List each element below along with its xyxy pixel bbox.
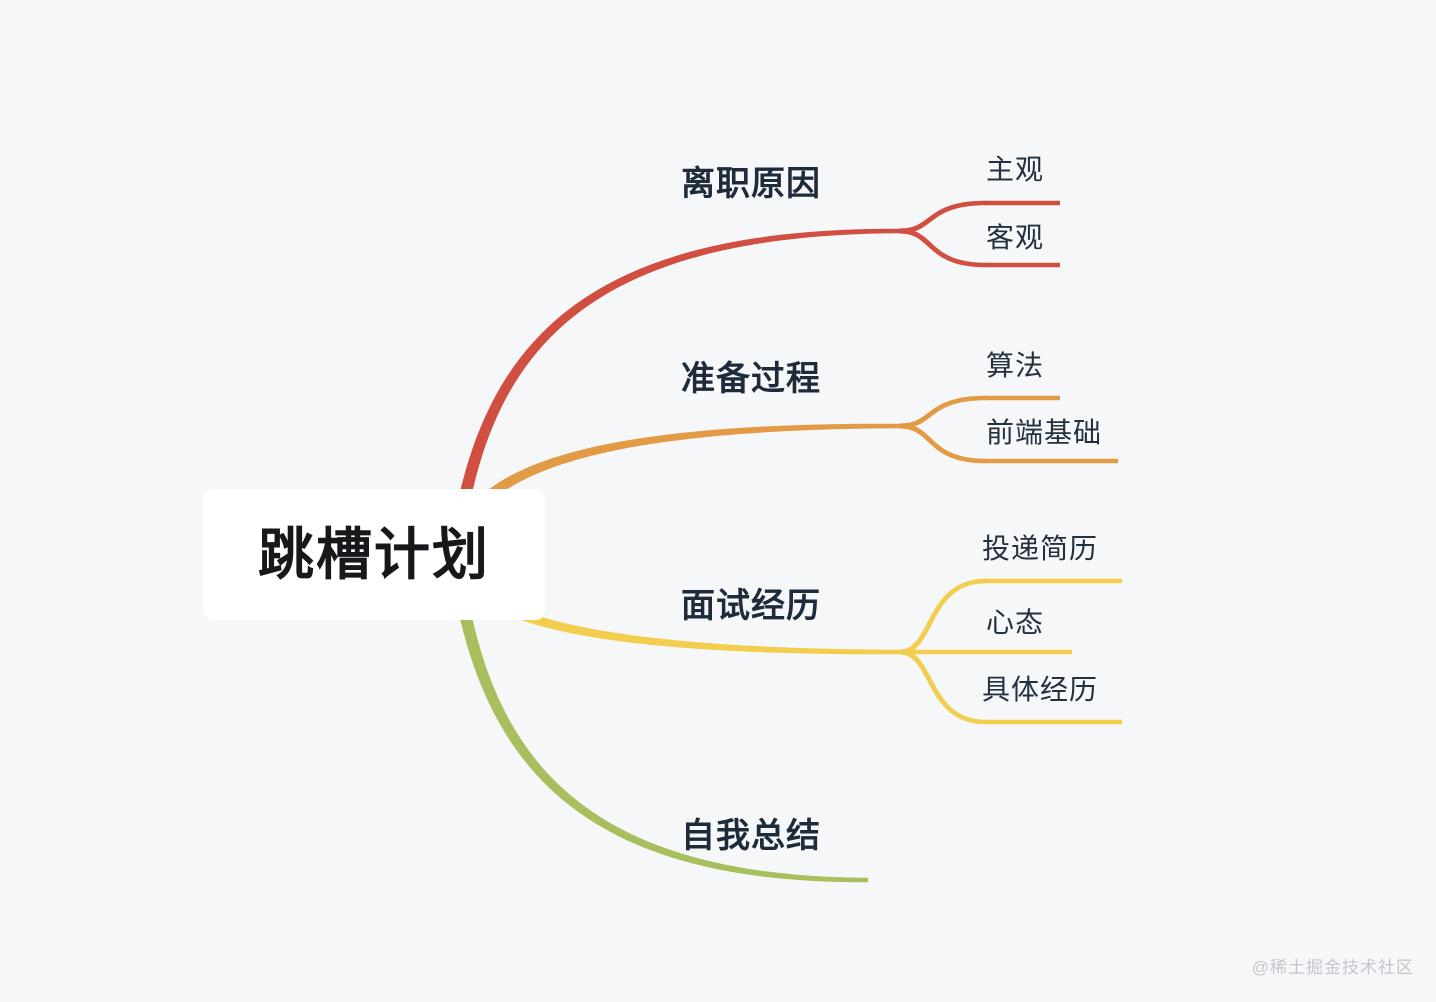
branch-curve	[900, 423, 986, 464]
child-label-subjective[interactable]: 主观	[986, 154, 1045, 185]
child-label-mindset[interactable]: 心态	[986, 607, 1045, 638]
child-label-send-resume[interactable]: 投递简历	[982, 533, 1099, 564]
central-node[interactable]: 跳槽计划	[203, 489, 545, 620]
branch-curve	[900, 649, 986, 725]
branch-label-preparation[interactable]: 准备过程	[681, 360, 821, 398]
child-label-algorithm[interactable]: 算法	[986, 350, 1045, 381]
branch-label-reason[interactable]: 离职原因	[681, 165, 821, 203]
branch-label-interview[interactable]: 面试经历	[681, 587, 821, 625]
branch-curve	[900, 578, 986, 655]
branch-curve	[900, 228, 986, 268]
central-node-label: 跳槽计划	[258, 522, 490, 586]
child-label-frontend-basics[interactable]: 前端基础	[986, 417, 1103, 448]
watermark: @稀土掘金技术社区	[1251, 958, 1414, 977]
branch-curve	[900, 200, 986, 234]
child-label-specific-experience[interactable]: 具体经历	[982, 674, 1099, 705]
child-label-objective[interactable]: 客观	[986, 222, 1045, 253]
branch-label-self-summary[interactable]: 自我总结	[681, 817, 821, 855]
branch-curve	[900, 395, 986, 429]
